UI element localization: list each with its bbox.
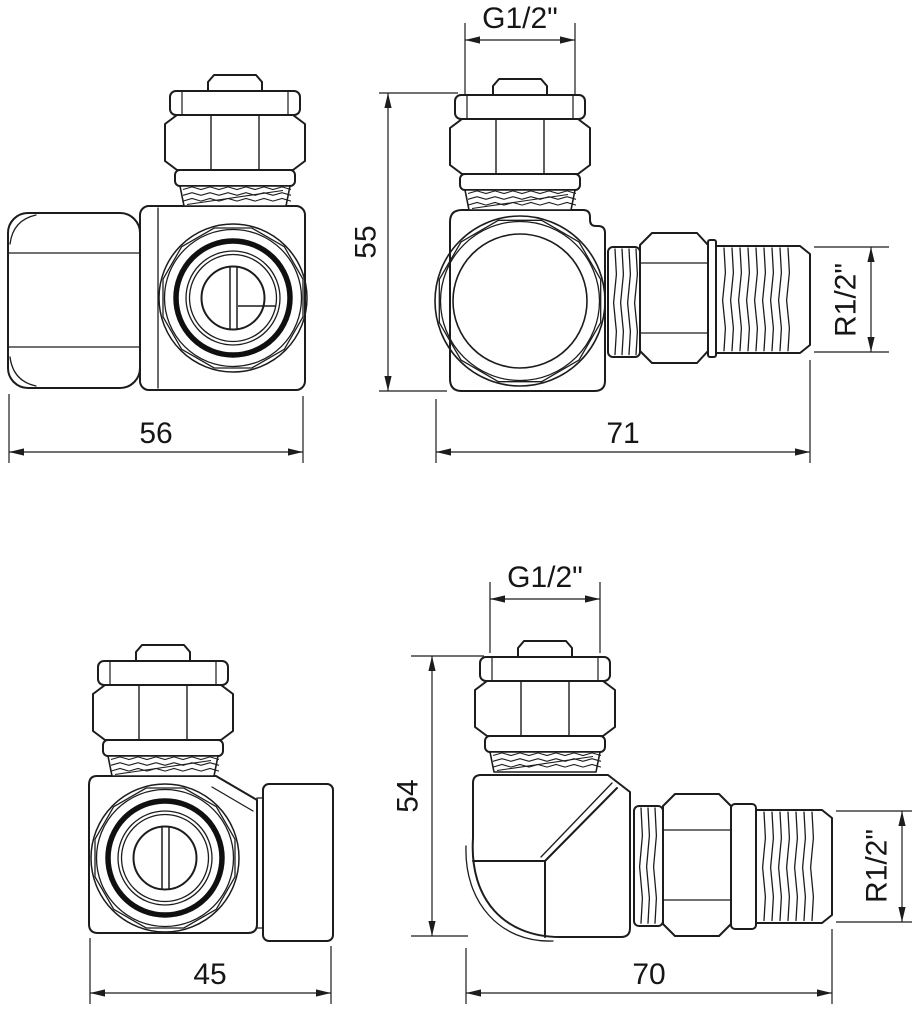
valve-view-top-left: 56 xyxy=(7,74,307,463)
washer xyxy=(707,239,717,358)
dimension-54: 54 xyxy=(392,655,484,937)
dimension-71: 71 xyxy=(435,360,811,463)
compression-fitting-top xyxy=(449,78,591,211)
dim-label-r12: R1/2" xyxy=(861,829,894,903)
dim-label-54: 54 xyxy=(392,779,425,812)
union-nut-side xyxy=(7,212,141,389)
dim-label-r12: R1/2" xyxy=(830,263,863,337)
hex-nut-side xyxy=(639,232,709,364)
dim-label-71: 71 xyxy=(606,417,639,450)
hex-nut-side xyxy=(662,793,732,937)
compression-fitting-top xyxy=(92,644,234,777)
dim-label-55: 55 xyxy=(350,225,383,258)
washer xyxy=(730,803,757,930)
valve-view-bottom-left: 45 xyxy=(88,644,334,1004)
dimension-r12-bottom: R1/2" xyxy=(836,810,912,923)
dimension-55: 55 xyxy=(350,92,458,392)
dimension-g12-bottom: G1/2" xyxy=(489,561,601,653)
dim-label-g12: G1/2" xyxy=(507,561,583,594)
compression-fitting-top xyxy=(474,640,616,773)
dim-label-70: 70 xyxy=(632,958,665,991)
dim-label-g12: G1/2" xyxy=(482,2,558,35)
valve-view-bottom-right: G1/2" 54 70 R1/2" xyxy=(392,561,912,1004)
valve-view-top-right: G1/2" 55 71 R1/2" xyxy=(350,2,889,463)
dimension-70: 70 xyxy=(465,929,833,1004)
valve-body xyxy=(449,209,606,392)
dimension-g12-top: G1/2" xyxy=(464,2,576,95)
female-socket xyxy=(262,783,334,942)
dimension-45: 45 xyxy=(89,938,332,1004)
compression-fitting-top xyxy=(164,74,306,207)
dim-label-45: 45 xyxy=(193,958,226,991)
dimension-r12-top: R1/2" xyxy=(814,246,889,353)
dimension-56: 56 xyxy=(8,394,304,463)
male-thread xyxy=(755,809,833,924)
dim-label-56: 56 xyxy=(139,417,172,450)
